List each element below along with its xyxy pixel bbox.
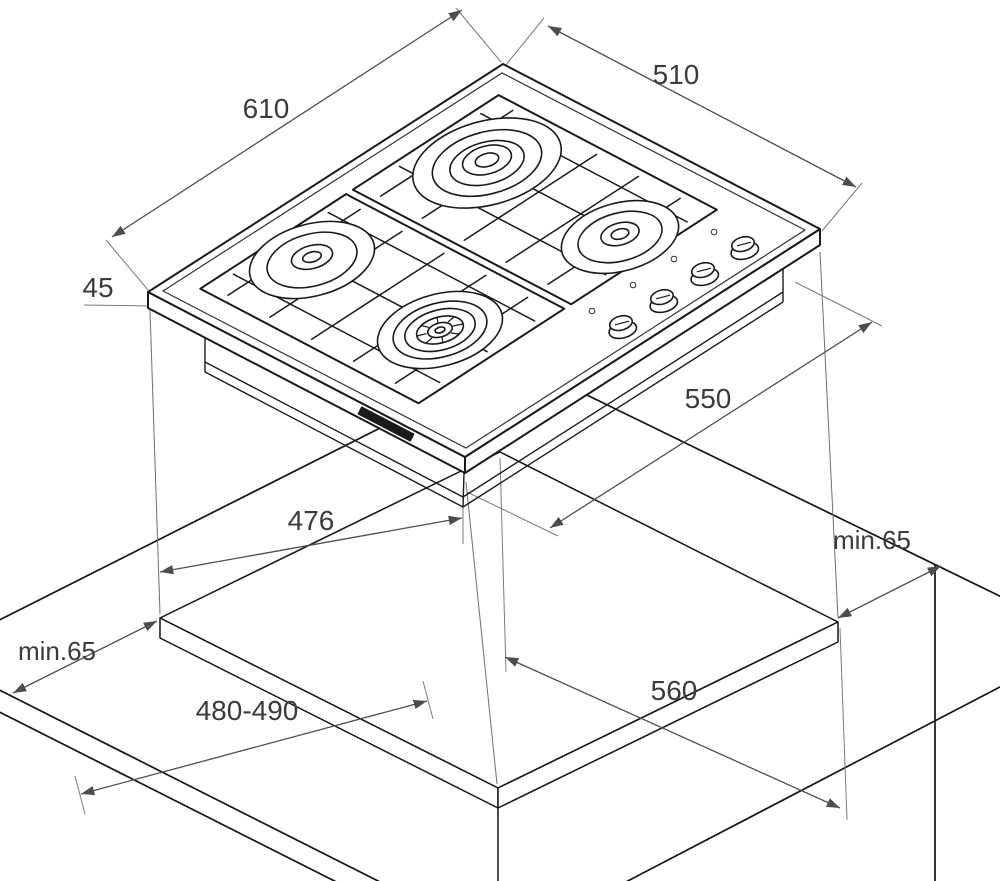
hob-top-face [147,63,821,458]
dimension-480-490: 480-490 [74,680,434,815]
hob-inner-rim [161,72,807,449]
knob-3 [690,261,720,287]
dimension-550: 550 [466,281,883,537]
knob-4 [730,235,760,261]
burner-rear [411,117,563,209]
dim-label-hob-depth: 510 [653,59,700,90]
dimension-610: 610 [105,7,502,291]
dim-label-body-width: 476 [288,505,335,536]
knob-indicator-icons [588,228,718,315]
dim-label-clearance-left: min.65 [18,636,96,666]
gas-hob [147,63,821,508]
dim-label-rim-height: 45 [82,272,113,303]
dim-label-hob-width: 610 [243,93,290,124]
dimension-476: 476 [159,498,464,575]
dimension-min65-left: min.65 [12,620,158,694]
dim-label-body-depth: 550 [685,383,732,414]
knob-2 [649,288,679,314]
hob-chassis [204,269,784,508]
dimension-45: 45 [82,272,153,307]
dim-label-cutout-width: 480-490 [196,695,299,726]
dim-label-clearance-right: min.65 [833,525,911,555]
control-knobs [588,228,760,340]
brand-label [357,406,415,442]
knob-1 [608,314,638,340]
dimension-510: 510 [504,17,863,232]
counter-front-edge-thickness [0,711,337,881]
dimension-560: 560 [499,457,848,821]
burner-right [560,199,680,275]
wok-burner-flame-ports [416,316,464,344]
dim-label-cutout-depth: 560 [651,675,698,706]
burner-front-wok [376,290,504,370]
dimension-min65-right: min.65 [833,525,942,619]
burner-left [248,220,376,300]
